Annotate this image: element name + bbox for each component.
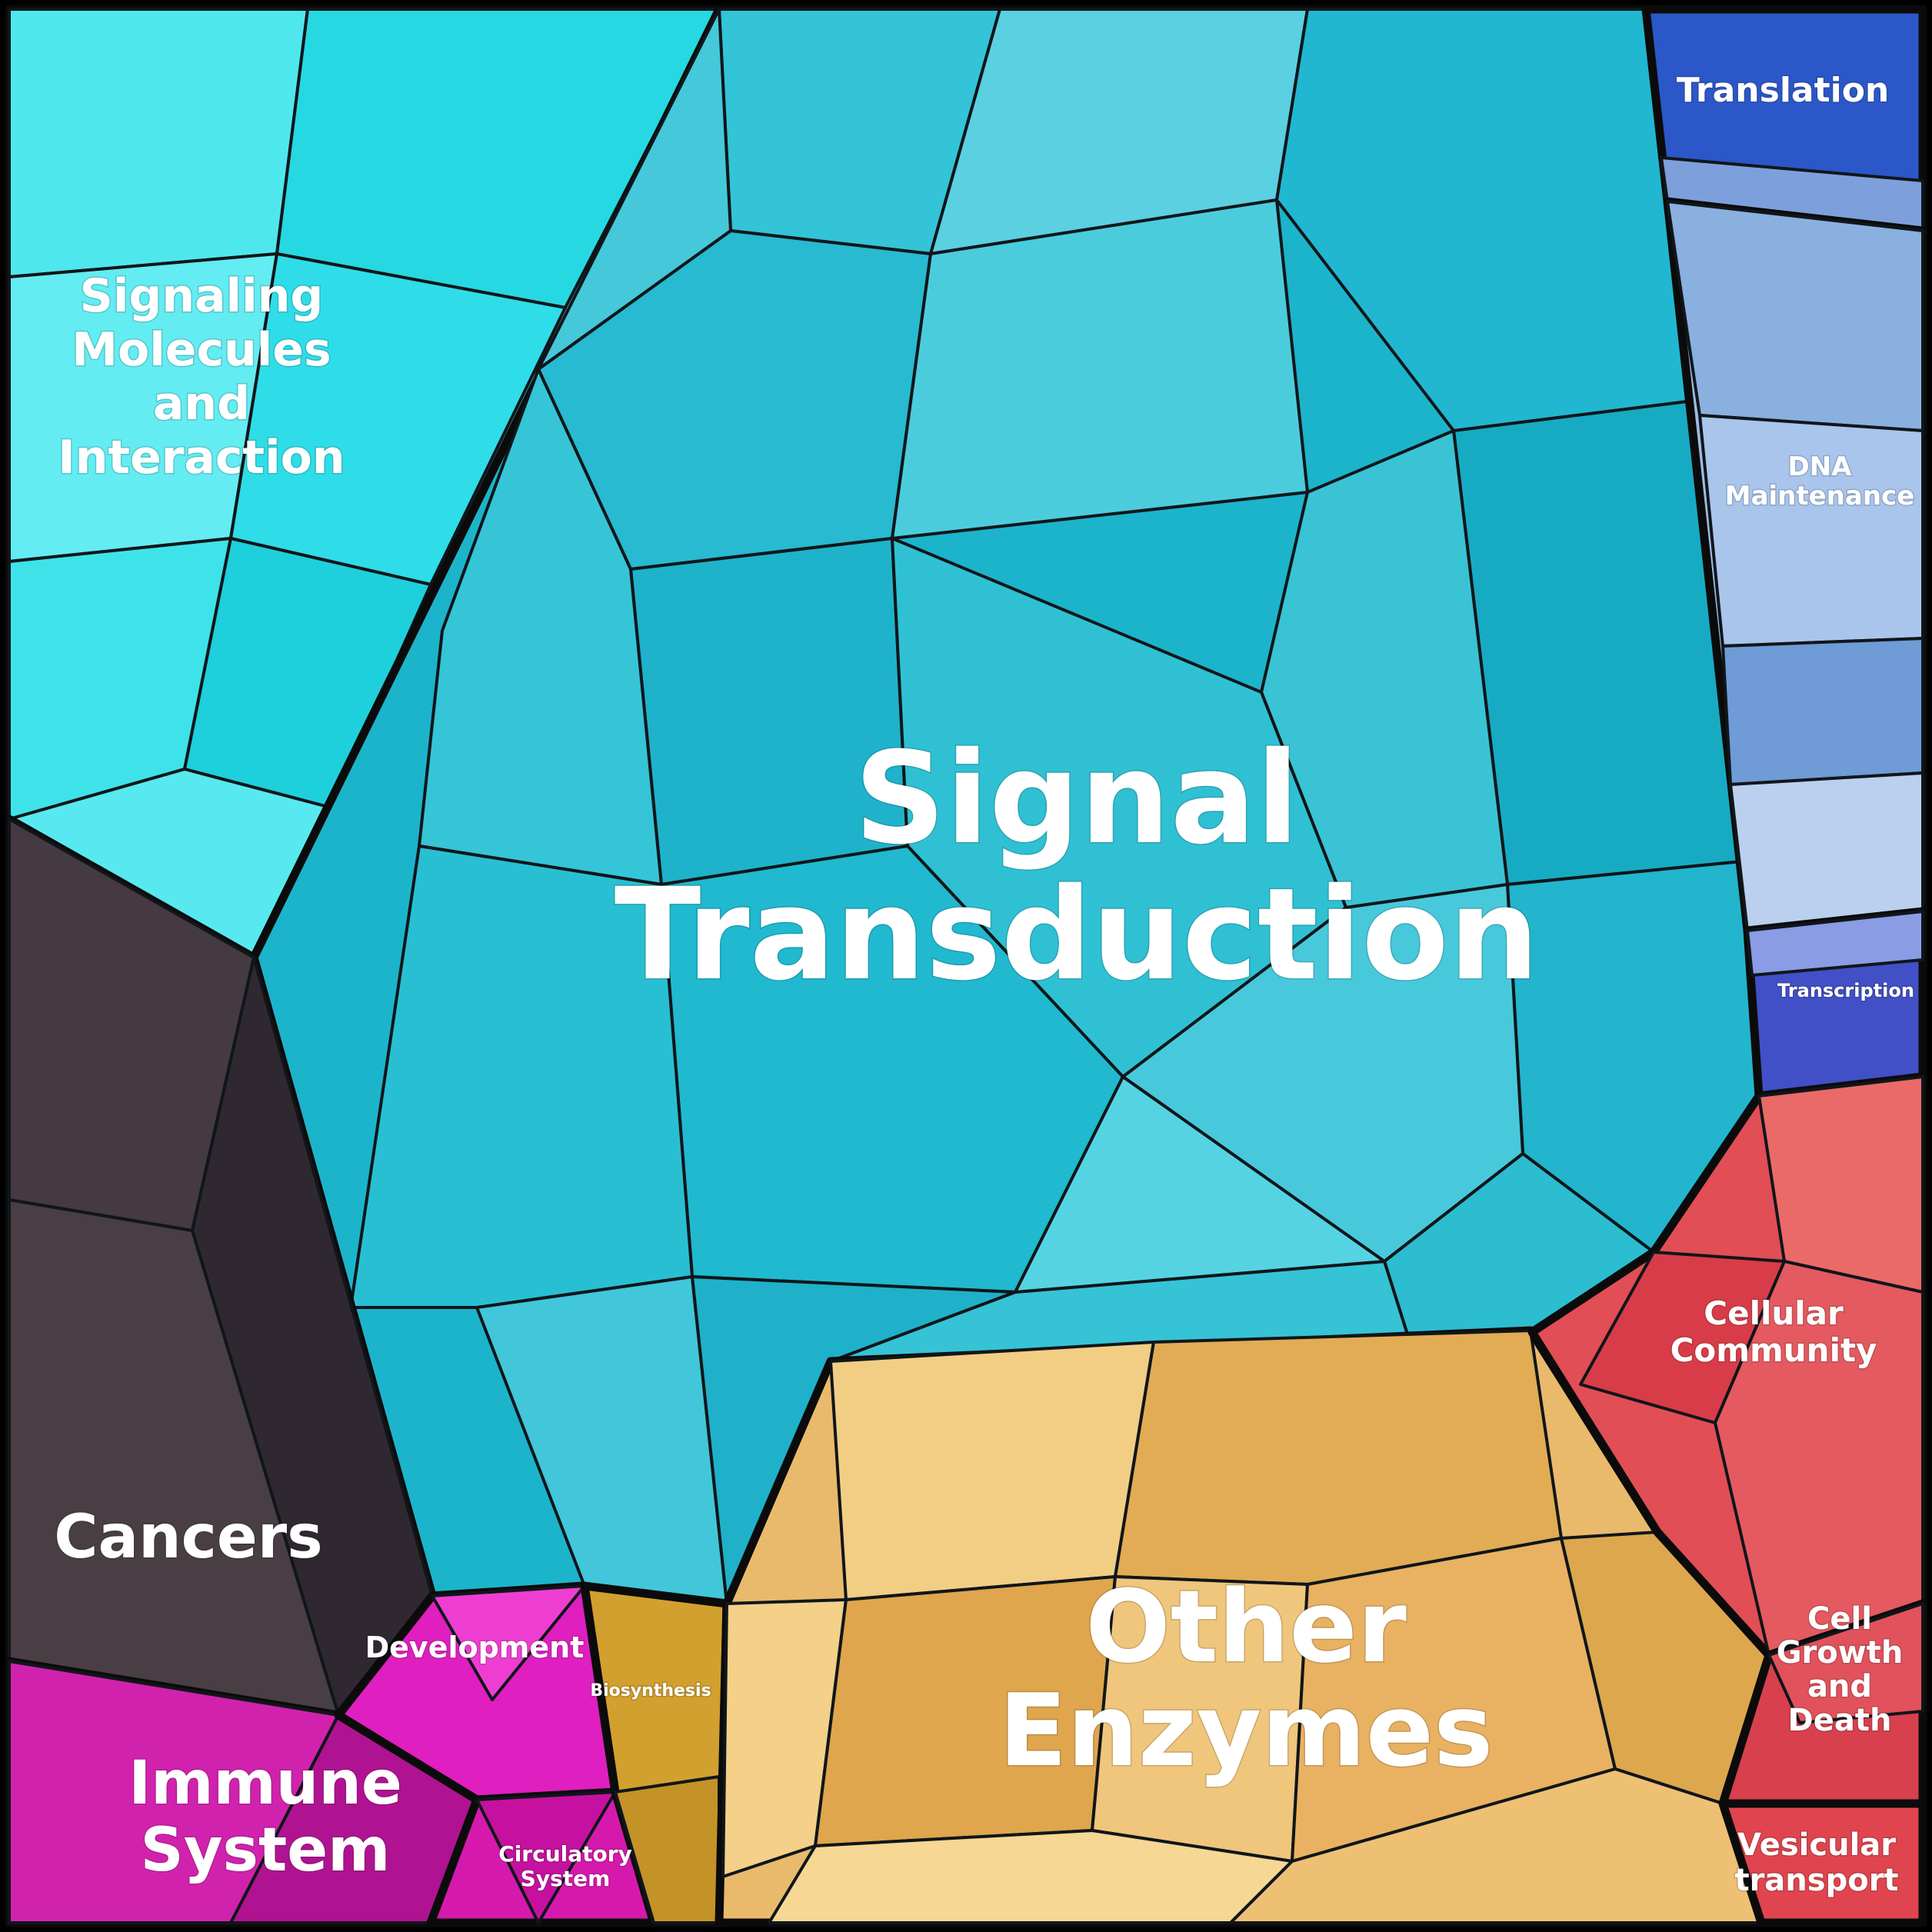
label-cgd-line2: Growth	[1777, 1635, 1904, 1671]
treemap-labels: Signal Transduction Signaling Molecules …	[53, 70, 1916, 1900]
cell	[1767, 1602, 1924, 1724]
region-signal-transduction	[249, 5, 1764, 1608]
cell	[1746, 910, 1924, 977]
cell	[1229, 1767, 1763, 1924]
label-dna-line2: Maintenance	[1725, 481, 1915, 511]
region-signaling-molecules-and-interaction	[5, 5, 724, 962]
label-circulatory-line2: System	[521, 1866, 611, 1891]
label-circulatory-line1: Circulatory	[498, 1841, 632, 1867]
region-circulatory-system	[426, 1787, 658, 1927]
label-other-enzymes-line2: Enzymes	[999, 1672, 1494, 1789]
label-smi-line3: and	[153, 377, 250, 431]
region-dna-maintenance	[1663, 197, 1927, 935]
cell	[1114, 1329, 1563, 1586]
label-immune-line2: System	[141, 1816, 391, 1885]
label-smi-line1: Signaling	[80, 269, 324, 323]
label-vesicular-line1: Vesicular	[1737, 1827, 1896, 1863]
label-cancers: Cancers	[54, 1503, 322, 1572]
cell	[1014, 1075, 1386, 1294]
cell	[891, 198, 1309, 540]
label-transcription: Transcription	[1777, 980, 1914, 1001]
label-smi-line4: Interaction	[58, 431, 345, 485]
label-immune-line1: Immune	[128, 1749, 402, 1818]
cell	[1666, 200, 1924, 432]
label-development: Development	[365, 1631, 585, 1664]
region-transcription	[1743, 907, 1927, 1101]
label-cgd-line4: Death	[1788, 1703, 1892, 1738]
cell	[829, 1341, 1155, 1601]
cell	[431, 1584, 586, 1701]
region-other-enzymes	[715, 1326, 1774, 1927]
region-shape	[1718, 1799, 1927, 1927]
label-vesicular-line2: transport	[1734, 1863, 1898, 1898]
label-cgd-line3: and	[1807, 1669, 1872, 1704]
cell	[1729, 771, 1924, 932]
label-smi-line2: Molecules	[72, 323, 331, 377]
label-translation: Translation	[1677, 71, 1890, 110]
region-translation	[1641, 5, 1927, 235]
label-cellular-community-line1: Cellular	[1704, 1294, 1844, 1332]
label-cgd-line1: Cell	[1807, 1601, 1872, 1637]
region-cancers	[5, 814, 437, 1720]
cell	[1721, 637, 1924, 786]
cell	[475, 1790, 617, 1924]
label-signal-transduction-line1: Signal	[854, 724, 1300, 872]
label-other-enzymes-line1: Other	[1085, 1568, 1407, 1685]
label-cellular-community-line2: Community	[1671, 1331, 1877, 1369]
label-signal-transduction-line2: Transduction	[615, 861, 1539, 1008]
cell	[537, 8, 732, 371]
label-biosynthesis: Biosynthesis	[590, 1681, 711, 1700]
region-cellular-community	[1527, 1072, 1927, 1660]
cell	[8, 8, 309, 278]
cell	[1698, 414, 1924, 648]
region-vesicular-transport	[1718, 1799, 1927, 1927]
label-dna-line1: DNA	[1788, 451, 1853, 482]
